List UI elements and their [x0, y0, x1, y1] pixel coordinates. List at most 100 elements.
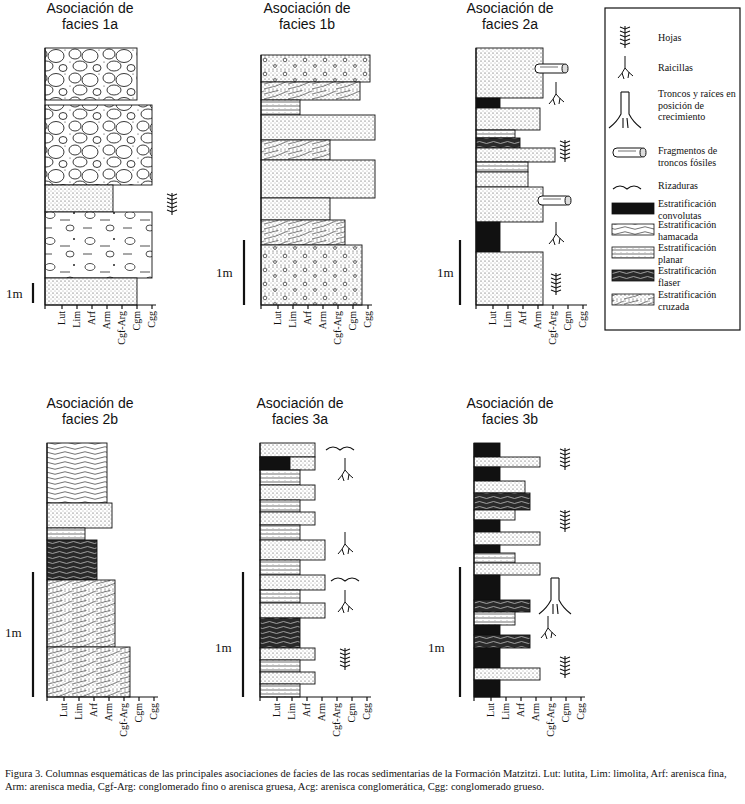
grain-size-label: Lut [485, 703, 497, 753]
strat-column [260, 443, 325, 697]
bed [474, 575, 500, 600]
column-title: Asociación de facies 2b [44, 395, 136, 427]
rootlet-symbol [338, 458, 353, 481]
grain-size-label: Cgg [146, 311, 158, 361]
bed [260, 672, 315, 684]
grain-size-label: Cgm [133, 703, 145, 753]
bed [476, 187, 543, 222]
bed [476, 252, 543, 305]
legend-label: Estratificación planar [658, 242, 738, 265]
legend-label: Estratificación flaser [658, 265, 738, 288]
strat-column [47, 443, 130, 697]
bed [474, 467, 500, 481]
bed [260, 590, 300, 603]
grain-size-label: Cgm [346, 703, 358, 753]
bed [261, 245, 362, 305]
grain-size-label: Cgf-Arg [331, 703, 343, 753]
column-axis [33, 443, 158, 701]
bed [260, 485, 315, 500]
bed [47, 443, 107, 503]
bed [261, 160, 375, 198]
bed [261, 82, 360, 100]
grain-size-label: Lim [71, 311, 83, 361]
leaf-symbol [560, 448, 570, 470]
column-title: Asociación de facies 3b [464, 395, 556, 427]
grain-size-label: Cgg [148, 703, 160, 753]
bed [476, 162, 528, 172]
bed [476, 148, 555, 162]
bed [260, 470, 300, 485]
grain-size-label: Lim [287, 311, 299, 361]
grain-size-label: Arf [86, 311, 98, 361]
rootlet-symbol [541, 616, 556, 639]
grain-size-label: Arm [103, 703, 115, 753]
bed [260, 540, 325, 560]
grain-size-label: Arf [517, 311, 529, 361]
scale-label: 1m [428, 641, 445, 655]
scale-bar [243, 240, 245, 305]
legend-label: Estratificación hamacada [658, 219, 738, 242]
leaf-symbol [560, 510, 570, 532]
grain-size-label: Arf [302, 311, 314, 361]
column-axis [33, 48, 156, 309]
bed [260, 500, 300, 512]
rootlet-symbol [338, 590, 353, 613]
bed [260, 618, 300, 648]
bed [476, 138, 520, 148]
column-title: Asociación de facies 2a [464, 0, 556, 32]
grain-size-label: Arm [316, 703, 328, 753]
scale-bar [32, 283, 34, 303]
grain-size-label: Cgm [562, 311, 574, 361]
scale-label: 1m [437, 266, 454, 280]
bed [260, 525, 300, 540]
legend-sample [612, 294, 654, 305]
strat-column [474, 443, 540, 697]
leaf-symbol [551, 273, 561, 295]
grain-size-label: Cgg [577, 311, 589, 361]
strat-column [476, 48, 555, 305]
scale-label: 1m [5, 626, 22, 640]
ripple-symbol [331, 578, 359, 581]
grain-size-label: Lut [487, 311, 499, 361]
leaf-symbol [620, 26, 630, 48]
bed [260, 512, 315, 525]
bed [474, 493, 530, 510]
grain-size-label: Lut [271, 703, 283, 753]
bed [474, 680, 500, 697]
bed [45, 48, 137, 100]
bed [260, 684, 300, 697]
grain-size-label: Lim [286, 703, 298, 753]
grain-size-label: Cgm [560, 703, 572, 753]
log-fragment-symbol [535, 64, 568, 73]
strat-column [261, 55, 375, 305]
bed [47, 647, 130, 697]
legend-label: Raicillas [658, 62, 738, 74]
bed [476, 108, 540, 130]
grain-size-label: Arm [530, 703, 542, 753]
legend-sample [612, 247, 654, 258]
trunk-symbol [539, 578, 571, 614]
scale-label: 1m [6, 287, 23, 301]
bed [474, 612, 515, 625]
bed [45, 278, 137, 305]
bed [260, 457, 315, 470]
grain-size-label: Cgg [575, 703, 587, 753]
legend-label: Troncos y raíces en posición de crecimie… [658, 88, 738, 123]
column-title: Asociación de facies 3a [254, 395, 346, 427]
bed [260, 560, 300, 575]
grain-size-label: Cgf-Arg [545, 703, 557, 753]
grain-size-label: Arm [101, 311, 113, 361]
grain-size-label: Lim [500, 703, 512, 753]
legend-sample [612, 270, 654, 281]
bed [474, 545, 500, 553]
bed [474, 532, 540, 545]
column-title: Asociación de facies 1b [261, 0, 353, 32]
grain-size-label: Lim [73, 703, 85, 753]
scale-label: 1m [216, 266, 233, 280]
bed [474, 481, 525, 493]
grain-size-label: Lut [56, 311, 68, 361]
rootlet-symbol [618, 56, 633, 79]
rootlet-symbol [338, 532, 353, 555]
legend-label: Estratificación convolutas [658, 198, 738, 221]
strat-column [45, 48, 152, 305]
